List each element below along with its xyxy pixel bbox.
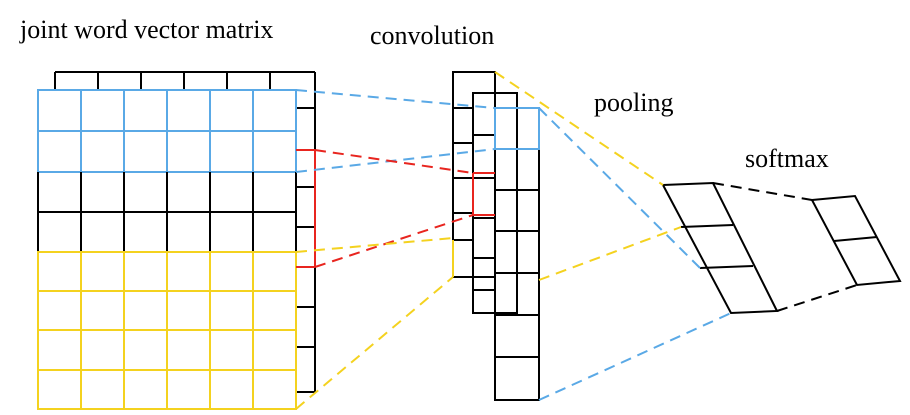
red-bracket <box>296 149 316 268</box>
yellow-connector-matrix-top <box>295 237 454 253</box>
blue-connector-top <box>295 89 496 109</box>
yellow-connector-pool-bottom <box>538 226 682 281</box>
convolution-red-bracket <box>472 172 495 216</box>
feature-map-front <box>494 107 540 401</box>
connectors <box>295 71 858 410</box>
blue-connector-pool-bottom <box>538 312 732 401</box>
word-vector-matrix <box>37 71 316 410</box>
black-connector-softmax-top <box>712 182 813 201</box>
red-connector-bottom <box>314 214 474 268</box>
softmax-label: softmax <box>745 144 829 173</box>
matrix-back-layer <box>54 71 316 393</box>
blue-connector-pool-top <box>538 107 701 269</box>
blue-connector-bottom <box>295 148 496 173</box>
yellow-connector-matrix-bottom <box>295 276 454 410</box>
convolution-label: convolution <box>370 21 494 50</box>
yellow-connector-pool-top <box>494 71 664 186</box>
matrix-yellow-window <box>37 251 297 410</box>
convolution-feature-maps <box>452 71 540 401</box>
matrix-blue-window <box>37 89 297 173</box>
pooling-label: pooling <box>594 88 673 117</box>
matrix-black-rows <box>37 172 297 252</box>
softmax-layer <box>810 194 902 287</box>
red-connector-top <box>314 149 474 174</box>
black-connector-softmax-bottom <box>776 284 858 312</box>
matrix-label: joint word vector matrix <box>19 15 273 44</box>
